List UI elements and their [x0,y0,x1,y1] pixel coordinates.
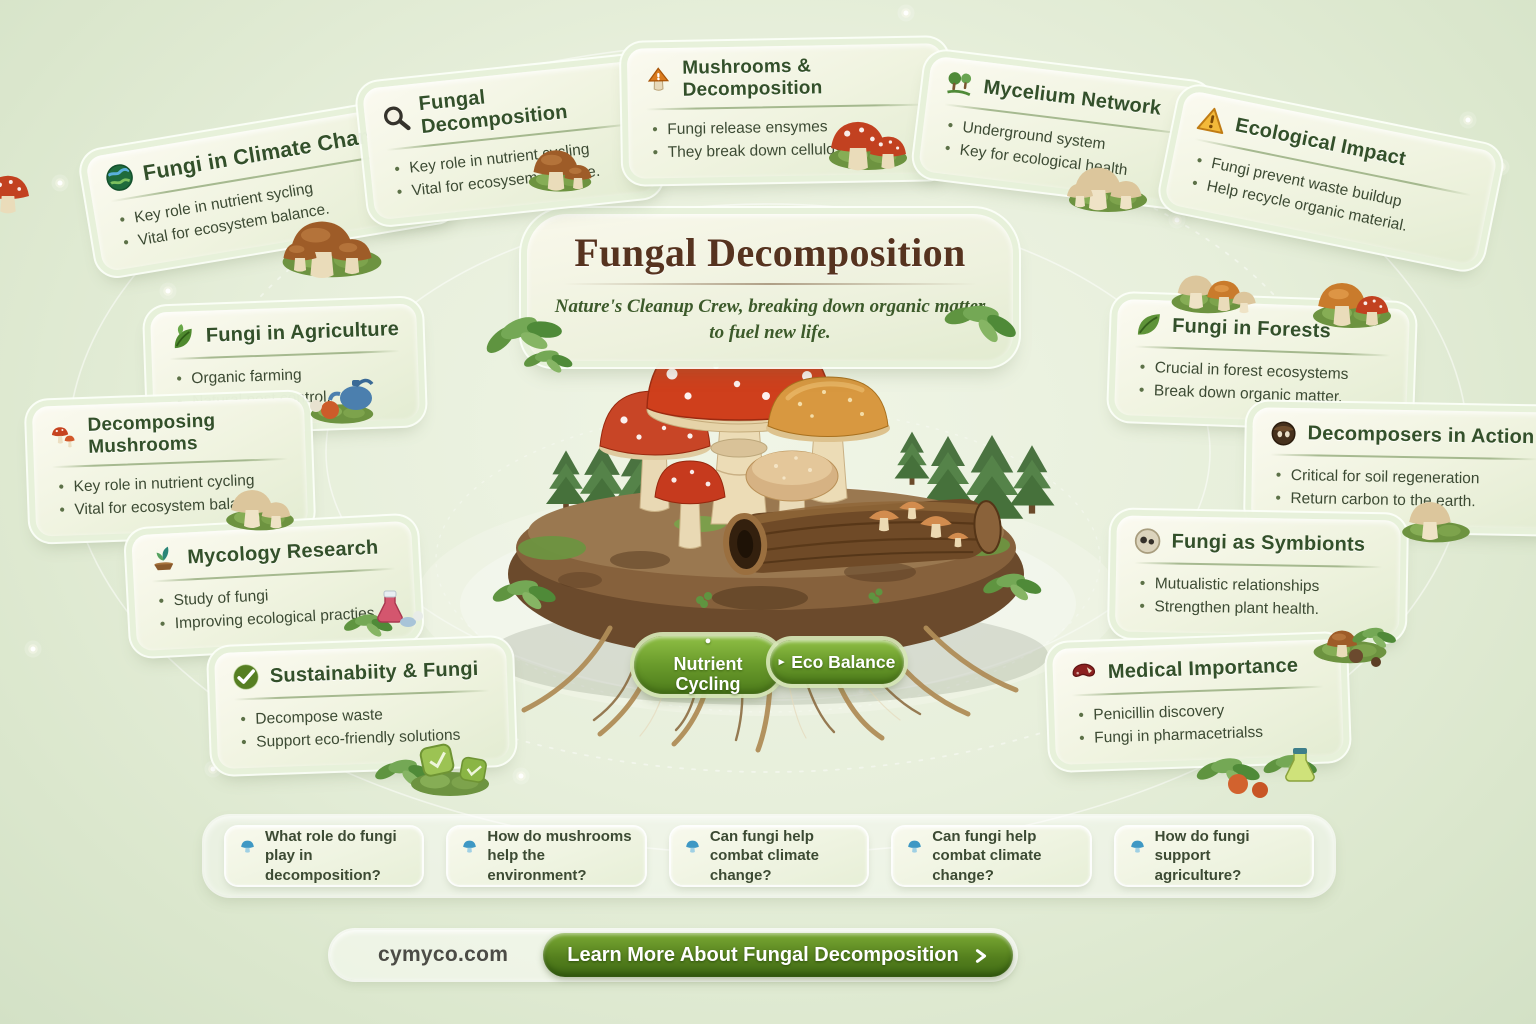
beige-mushroom [745,450,839,544]
page-title: Fungal Decomposition [574,230,966,275]
magnifier-icon [380,102,413,135]
card-medical-importance: Medical Importance Penicillin discovery … [1052,639,1344,765]
card-title: Fungi in Agriculture [205,317,400,347]
eco-balance-label: Eco Balance [791,651,896,672]
beetle-icon [1268,418,1299,449]
card-title: Fungal Decomposition [417,86,569,139]
card-title: Fungi in Forests [1171,314,1332,342]
soil-mound [508,486,1024,660]
page-subtitle: Nature's Cleanup Crew, breaking down org… [554,296,986,343]
log-mushroom-cluster [869,501,969,548]
blue-mushroom-icon [683,837,702,856]
blue-mushroom-icon [905,837,924,856]
arrow-marker: ▸ [778,655,785,668]
card-fungal-decomposition: Fungal Decomposition Key role in nutrien… [361,59,659,220]
card-sustainability-and-fungi: Sustainabiity & Fungi Decompose waste Su… [214,642,510,769]
card-title: Decomposers in Action [1307,421,1535,448]
card-decomposing-mushrooms: Decomposing Mushrooms Key role in nutrie… [31,397,309,537]
mushroom-alert-icon [643,65,674,96]
globe-icon [102,160,137,195]
site-url: cymyco.com [378,943,509,966]
blue-mushroom-icon [1128,837,1147,856]
card-title: Decomposing Mushrooms [87,410,216,458]
card-title: Mycology Research [186,535,379,568]
learn-more-label: Learn More About Fungal Decomposition [567,943,959,966]
chevron-right-icon [973,947,989,963]
question-text: What role do fungi play in decomposition… [265,827,397,884]
sprout-leaf-icon [166,321,197,352]
banner-divider [563,283,977,285]
card-ecological-impact: Ecological Impact Fungi prevent waste bu… [1163,89,1499,267]
blue-mushroom-icon [238,837,257,856]
question-text: Can fungi help combat climate change? [932,827,1042,884]
warning-icon [1194,102,1229,137]
card-title: Fungi as Symbionts [1171,529,1366,556]
question-card[interactable]: Can fungi help combat climate change? [893,827,1090,885]
card-title: Mycelium Network [982,75,1163,120]
card-mushrooms-decomposition: Mushrooms & Decomposition Fungi release … [626,43,945,179]
dot-marker: ● [704,635,712,647]
clover-leaves [696,588,883,608]
card-point: Strengthen plant health. [1139,595,1383,623]
question-text: Can fungi help combat climate change? [709,827,820,884]
center-banner: Fungal Decomposition Nature's Cleanup Cr… [527,214,1013,362]
question-card[interactable]: How do mushrooms help the environment? [448,827,645,885]
decomposing-log [723,498,1002,575]
nutrient-cycling-label: Nutrient Cycling [673,654,743,695]
footer-bar: cymyco.com Learn More About Fungal Decom… [330,930,1016,980]
eco-balance-button[interactable]: ▸ Eco Balance [770,640,904,684]
edge-mushroom [0,175,29,214]
golden-mushroom [766,376,890,503]
question-text: How do fungi support agriculture? [1154,827,1250,884]
eco-check-icon [230,662,261,693]
pine-trees [546,431,1055,537]
card-fungi-as-symbionts: Fungi as Symbionts Mutualistic relations… [1115,515,1401,636]
card-point: They break down cellulose. [653,137,928,165]
leaf-icon [1133,309,1164,340]
question-strip: What role do fungi play in decomposition… [204,816,1334,896]
question-card[interactable]: How do fungi support agriculture? [1115,827,1313,885]
medical-mushroom-icon [1068,657,1099,688]
sprout-dish-icon [148,543,180,575]
blue-mushroom-icon [460,837,479,856]
question-text: How do mushrooms help the environment? [487,827,632,884]
learn-more-button[interactable]: Learn More About Fungal Decomposition [543,933,1013,977]
spores-icon [1132,526,1163,557]
question-card[interactable]: What role do fungi play in decomposition… [226,827,423,885]
nutrient-cycling-button[interactable]: ● Nutrient Cycling [634,636,782,694]
card-title: Mushrooms & Decomposition [682,55,823,101]
card-title: Medical Importance [1107,653,1299,683]
red-mushroom-small [654,460,726,549]
card-mycelium-network: Mycelium Network Underground system Key … [917,55,1209,205]
question-card[interactable]: Can fungi help combat climate change? [670,827,868,885]
forest-icon [943,67,976,100]
red-mushrooms-icon [48,422,79,453]
card-point: Return carbon to the earth. [1275,487,1536,515]
red-mushroom-left [599,390,711,512]
card-decomposers-in-action: Decomposers in Action Critical for soil … [1251,407,1536,529]
card-title: Sustainabiity & Fungi [269,657,479,687]
card-mycology-research: Mycology Research Study of fungi Improvi… [131,520,417,651]
card-fungi-in-forests: Fungi in Forests Crucial in forest ecosy… [1114,298,1410,425]
